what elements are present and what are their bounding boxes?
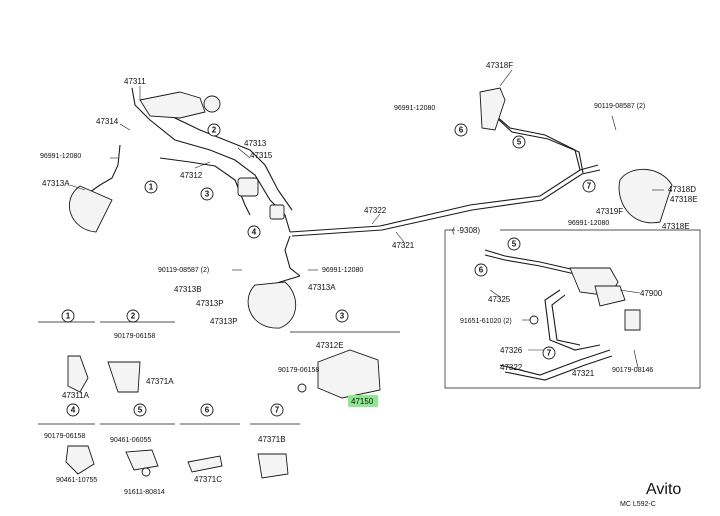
part-labels: 47311 47314 96991-12080 47313A 47312 473… xyxy=(40,61,698,508)
label-91651: 91651-61020 (2) xyxy=(460,318,512,325)
callout-4-group: 4 xyxy=(71,406,76,415)
callout-2-main: 2 xyxy=(212,126,217,135)
label-47325: 47325 xyxy=(488,295,511,304)
main-brake-pipes xyxy=(89,87,601,301)
rear-top-bracket xyxy=(479,87,506,131)
label-47313A-b: 47313A xyxy=(308,283,336,292)
callout-1-group: 1 xyxy=(66,312,71,321)
label-47313P-b: 47313P xyxy=(210,317,238,326)
label-47322-b: 47322 xyxy=(500,363,523,372)
callout-2-group: 2 xyxy=(131,312,136,321)
label-47371B: 47371B xyxy=(258,435,286,444)
label-47326: 47326 xyxy=(500,346,523,355)
label-90461-a: 90461-06055 xyxy=(110,437,151,444)
label-47318F: 47318F xyxy=(486,61,513,70)
callout-5-inset: 5 xyxy=(512,240,517,249)
callout-3-main: 3 xyxy=(205,190,210,199)
label-47314: 47314 xyxy=(96,117,119,126)
watermark-text: Avito xyxy=(646,481,681,498)
callout-5-group: 5 xyxy=(138,406,143,415)
callout-6-inset: 6 xyxy=(479,266,484,275)
label-47321: 47321 xyxy=(392,241,415,250)
label-47315: 47315 xyxy=(250,151,273,160)
avito-watermark: Avito xyxy=(646,481,681,498)
label-47311A: 47311A xyxy=(62,391,90,400)
callout-7-inset: 7 xyxy=(547,349,552,358)
label-47371C: 47371C xyxy=(194,475,222,484)
leader-lines xyxy=(69,69,664,369)
label-90179-d: 90179-06158 xyxy=(44,433,85,440)
label-90179-a: 90179-08146 xyxy=(612,367,653,374)
label-47313A-a: 47313A xyxy=(42,179,70,188)
callout-circles: 1 2 3 4 5 6 7 5 6 7 1 2 3 4 5 6 7 xyxy=(61,123,596,477)
label-47311: 47311 xyxy=(124,77,146,86)
label-47322: 47322 xyxy=(364,206,387,215)
label-47318D: 47318D xyxy=(668,185,696,194)
label-96991-a: 96991-12080 xyxy=(40,153,81,160)
label-47313B: 47313B xyxy=(174,285,202,294)
front-left-disc xyxy=(69,185,113,233)
rear-right-disc xyxy=(618,168,673,224)
label-96991-b: 96991-12080 xyxy=(394,105,435,112)
callout-6-main: 6 xyxy=(459,126,464,135)
label-47150: 47150 xyxy=(351,397,374,406)
callout-7-group: 7 xyxy=(275,406,280,415)
front-right-disc xyxy=(247,281,297,329)
callout-1-main: 1 xyxy=(149,183,154,192)
callout-4-main: 4 xyxy=(252,228,257,237)
label-96991-d: 96991-12080 xyxy=(322,267,363,274)
callout-7-main: 7 xyxy=(587,182,592,191)
label-47313P-a: 47313P xyxy=(196,299,224,308)
master-cylinder xyxy=(139,91,221,119)
label-47371A: 47371A xyxy=(146,377,174,386)
label-91611: 91611-80814 xyxy=(124,489,165,496)
inset-box xyxy=(444,229,701,389)
callout-3-group: 3 xyxy=(340,312,345,321)
label-90119-a: 90119-08587 (2) xyxy=(594,103,645,110)
label-47318E-b: 47318E xyxy=(662,222,690,231)
label-47900: 47900 xyxy=(640,289,663,298)
callout-5-main: 5 xyxy=(517,138,522,147)
label-90179-c: 90179-06158 xyxy=(278,367,319,374)
label-47319F: 47319F xyxy=(596,207,623,216)
label-47318E: 47318E xyxy=(670,195,698,204)
highlight-47150 xyxy=(348,395,378,407)
diagram-code: MC L592-C xyxy=(620,501,656,508)
subpart-groups xyxy=(38,321,400,479)
label-47321-b: 47321 xyxy=(572,369,595,378)
junction-block xyxy=(237,177,285,220)
label-47312: 47312 xyxy=(180,171,203,180)
label-90179-b: 90179-06158 xyxy=(114,333,155,340)
label-47312E: 47312E xyxy=(316,341,344,350)
label-96991-c: 96991-12080 xyxy=(568,220,609,227)
label-9308: ( -9308) xyxy=(452,226,480,235)
label-90119-b: 90119-08587 (2) xyxy=(158,267,209,274)
label-90461-b: 90461-10755 xyxy=(56,477,97,484)
callout-6-group: 6 xyxy=(205,406,210,415)
label-47313: 47313 xyxy=(244,139,267,148)
